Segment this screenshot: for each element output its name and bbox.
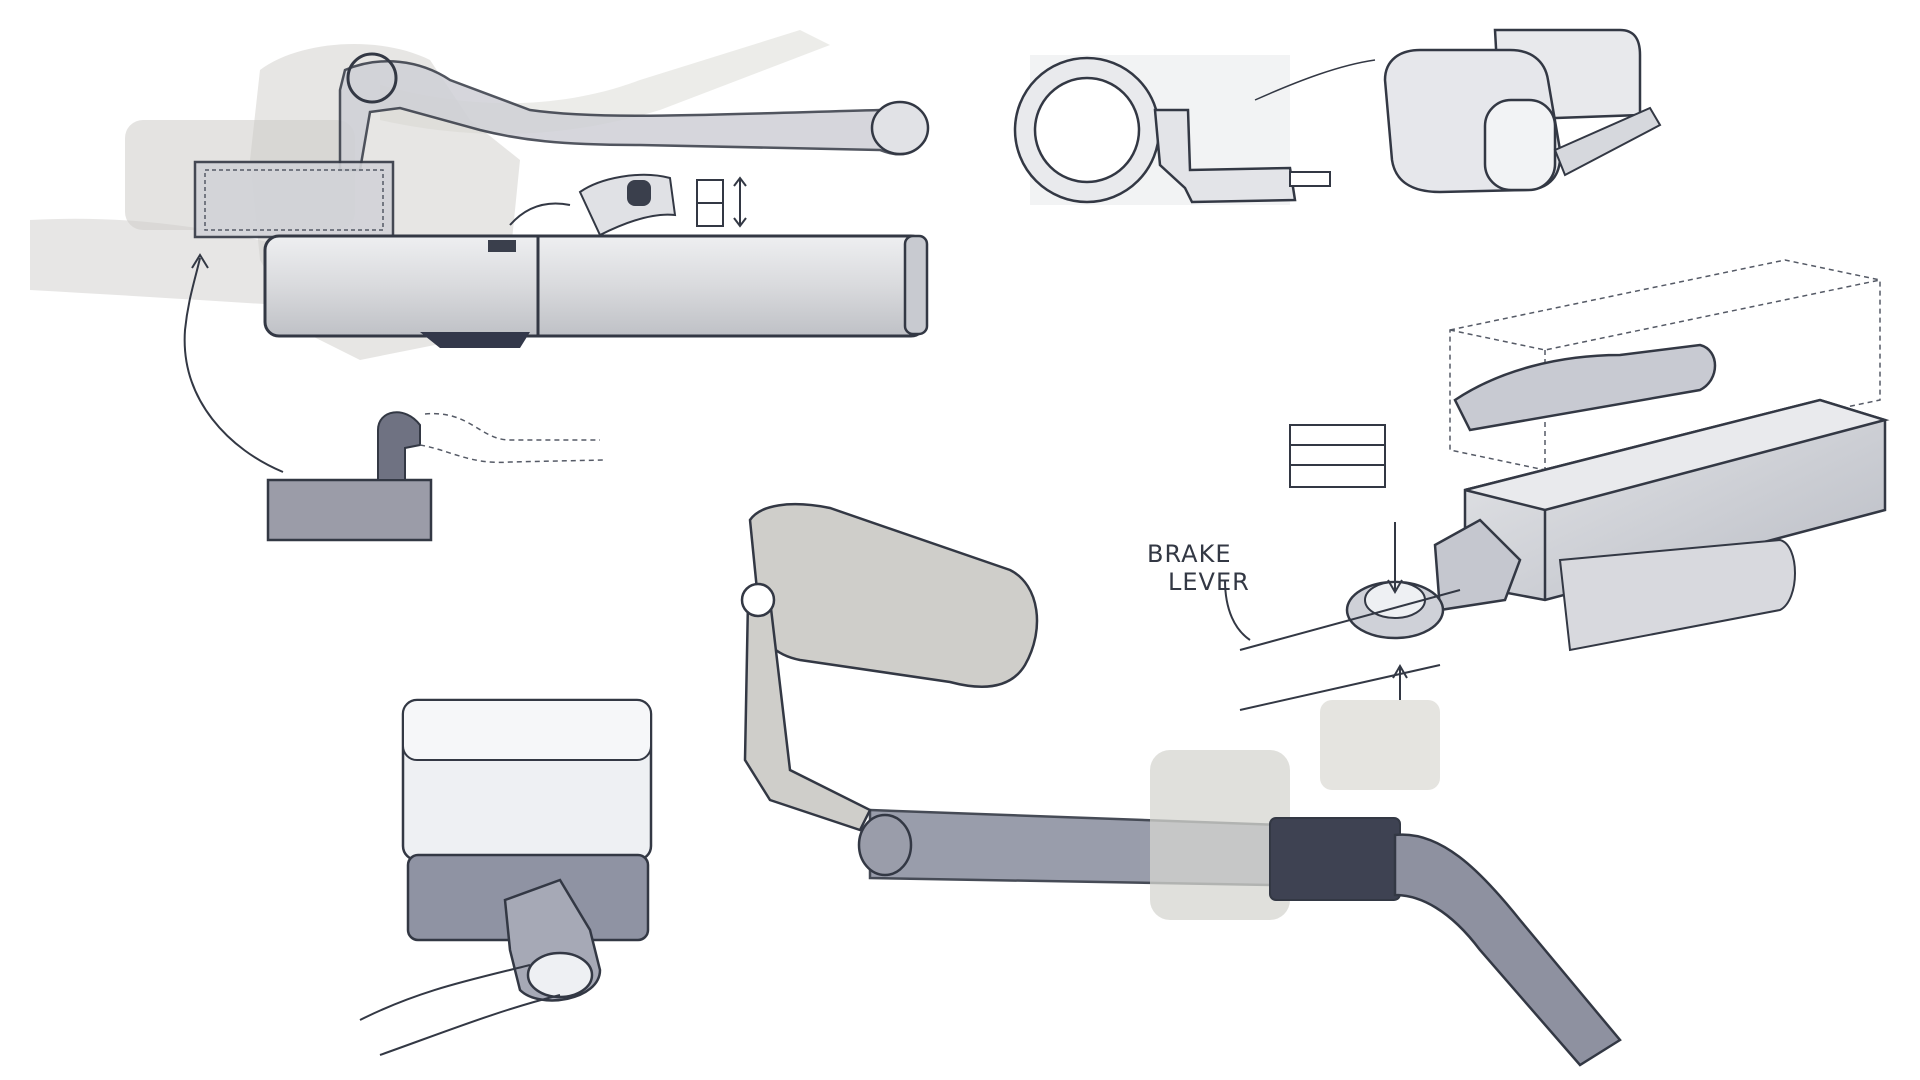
- lever-line-1: [1239, 589, 1461, 651]
- box-band: [1453, 343, 1717, 432]
- leader-line: [1224, 579, 1251, 641]
- small-module-cable: [377, 411, 421, 481]
- annotation-line1: BRAKE: [1147, 540, 1232, 568]
- reservoir-photo: [1320, 700, 1440, 790]
- clamp-squiggle: [1254, 59, 1376, 101]
- lever-pivot: [346, 52, 398, 104]
- handlebar-tube-ghost: [30, 218, 280, 305]
- mini-box-icon: [1289, 424, 1386, 488]
- mirror-stem: [743, 598, 872, 832]
- mirror-head: [748, 502, 1039, 688]
- annotation-line2: LEVER: [1168, 568, 1250, 596]
- small-module-body: [266, 478, 433, 542]
- handlebar-side-view: [30, 30, 930, 542]
- reservoir-module-ring: [526, 951, 594, 999]
- lever-end: [870, 100, 930, 156]
- move-arrow: [183, 257, 284, 473]
- mirror-handlebar-sketch: [740, 502, 1622, 1067]
- box-cylinder: [1558, 538, 1796, 652]
- cable-dash-1: [424, 412, 600, 441]
- reservoir-module-bar-1: [359, 964, 531, 1021]
- clamp-and-module-views: [1013, 28, 1662, 205]
- grip-underside: [420, 332, 530, 348]
- lever-line-2: [1239, 664, 1441, 711]
- grip-body: [263, 234, 927, 338]
- bar-end: [857, 813, 913, 877]
- pivot-arrow-up: [1392, 664, 1408, 700]
- switch-sketch: [578, 173, 677, 237]
- clamp-arm: [1153, 108, 1297, 204]
- switch-connector: [509, 202, 571, 226]
- clamp-hole: [1033, 76, 1141, 184]
- cable-dash-2: [419, 444, 606, 464]
- rounded-box-face: [1483, 98, 1557, 192]
- move-arrow-head: [191, 253, 209, 269]
- dark-module: [1269, 817, 1401, 901]
- master-cylinder-photo: [1150, 750, 1290, 920]
- mounted-box-sketch: BRAKE LEVER: [1147, 259, 1890, 711]
- switch-knob: [627, 180, 651, 206]
- clamp-tab: [1289, 171, 1331, 187]
- module-box: [193, 160, 395, 239]
- reservoir-module-bar-2: [379, 994, 561, 1056]
- reservoir-module-sketch: [359, 698, 653, 1056]
- grip-end-cap: [903, 234, 929, 336]
- pivot-arrow: [1387, 522, 1403, 594]
- dashed-envelope: [1449, 259, 1881, 471]
- curved-bar: [1393, 833, 1622, 1067]
- up-down-arrow: [733, 176, 747, 228]
- box-top: [1464, 398, 1890, 512]
- rounded-box-base: [1553, 106, 1662, 177]
- reservoir-module-lid: [402, 699, 652, 761]
- mirror-joint: [740, 582, 776, 618]
- grip-clip: [488, 240, 516, 252]
